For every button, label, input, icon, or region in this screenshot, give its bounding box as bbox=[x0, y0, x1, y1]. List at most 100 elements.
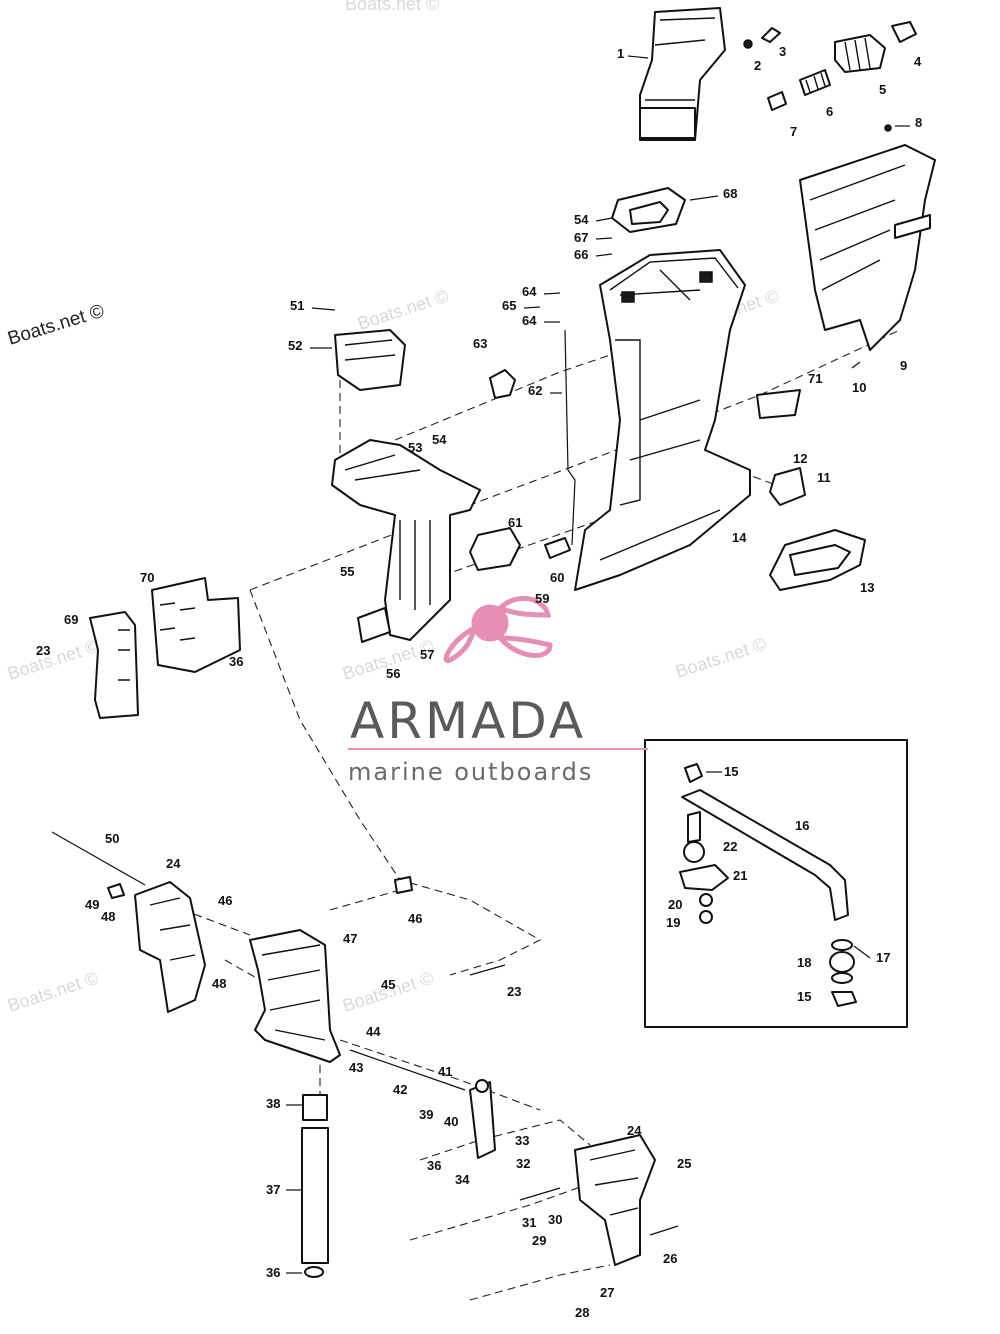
callout-number-57: 57 bbox=[420, 647, 434, 662]
callout-number-49: 49 bbox=[85, 897, 99, 912]
callout-number-48: 48 bbox=[212, 976, 226, 991]
callout-number-27: 27 bbox=[600, 1285, 614, 1300]
faint-watermark: Boats.net © bbox=[345, 0, 439, 14]
callout-leader bbox=[311, 307, 336, 311]
callout-number-43: 43 bbox=[349, 1060, 363, 1075]
callout-number-69: 69 bbox=[64, 612, 78, 627]
callout-number-38: 38 bbox=[266, 1096, 280, 1111]
callout-number-31: 31 bbox=[522, 1215, 536, 1230]
boats-net-watermark: Boats.net © bbox=[5, 301, 106, 350]
callout-number-66: 66 bbox=[574, 247, 588, 262]
callout-number-17: 17 bbox=[876, 950, 890, 965]
callout-leader bbox=[689, 195, 719, 201]
part-34-shock bbox=[469, 1079, 496, 1159]
callout-number-37: 37 bbox=[266, 1182, 280, 1197]
callout-number-11: 11 bbox=[817, 470, 831, 485]
part-57-bracket-body bbox=[331, 439, 481, 643]
callout-leader bbox=[543, 292, 561, 295]
callout-number-3: 3 bbox=[779, 44, 786, 59]
callout-number-36: 36 bbox=[229, 654, 243, 669]
callout-number-50: 50 bbox=[105, 831, 119, 846]
top-hardware bbox=[743, 21, 917, 132]
callout-number-15: 15 bbox=[797, 989, 811, 1004]
callout-number-46: 46 bbox=[408, 911, 422, 926]
callout-number-10: 10 bbox=[852, 380, 866, 395]
callout-leader bbox=[595, 253, 613, 257]
callout-number-71: 71 bbox=[808, 371, 822, 386]
callout-number-9: 9 bbox=[900, 358, 907, 373]
part-49-nut bbox=[107, 883, 125, 899]
callout-number-24: 24 bbox=[627, 1123, 642, 1138]
callout-number-67: 67 bbox=[574, 230, 588, 245]
callout-number-18: 18 bbox=[797, 955, 811, 970]
callout-number-36: 36 bbox=[266, 1265, 280, 1280]
callout-number-20: 20 bbox=[668, 897, 682, 912]
callout-number-61: 61 bbox=[508, 515, 522, 530]
callout-number-36: 36 bbox=[427, 1158, 441, 1173]
callout-number-64: 64 bbox=[522, 313, 537, 328]
assembly-lines bbox=[169, 329, 901, 1301]
callout-number-21: 21 bbox=[733, 868, 747, 883]
callout-number-52: 52 bbox=[288, 338, 302, 353]
callout-number-26: 26 bbox=[663, 1251, 677, 1266]
part-60-lever bbox=[544, 537, 571, 559]
armada-logo: ARMADA marine outboards bbox=[348, 595, 648, 786]
callout-number-47: 47 bbox=[343, 931, 357, 946]
callout-number-65: 65 bbox=[502, 298, 516, 313]
callout-number-8: 8 bbox=[915, 115, 922, 130]
part-71-decal bbox=[756, 389, 801, 419]
callout-number-23: 23 bbox=[507, 984, 521, 999]
callout-number-34: 34 bbox=[455, 1172, 470, 1187]
callout-number-12: 12 bbox=[793, 451, 807, 466]
callout-number-15: 15 bbox=[724, 764, 738, 779]
faint-watermark: Boats.net © bbox=[355, 286, 451, 334]
part-36-clamp-plate bbox=[151, 577, 241, 673]
part-37-tube bbox=[301, 1094, 329, 1278]
callout-number-60: 60 bbox=[550, 570, 564, 585]
callout-leader bbox=[853, 945, 871, 959]
callout-number-39: 39 bbox=[419, 1107, 433, 1122]
callout-number-55: 55 bbox=[340, 564, 354, 579]
part-52-cover bbox=[334, 329, 406, 391]
callout-number-30: 30 bbox=[548, 1212, 562, 1227]
callout-number-33: 33 bbox=[515, 1133, 529, 1148]
callout-number-62: 62 bbox=[528, 383, 542, 398]
part-1-exhaust-tube bbox=[639, 7, 726, 141]
part-42-shaft bbox=[349, 1049, 466, 1091]
faint-watermark: Boats.net © bbox=[673, 634, 769, 682]
part-63-grommet bbox=[489, 369, 516, 399]
callout-number-41: 41 bbox=[438, 1064, 452, 1079]
callout-number-56: 56 bbox=[386, 666, 400, 681]
part-14-driveshaft-housing bbox=[574, 249, 751, 591]
callout-number-44: 44 bbox=[366, 1024, 381, 1039]
callout-number-68: 68 bbox=[723, 186, 737, 201]
callout-number-23: 23 bbox=[36, 643, 50, 658]
callout-number-51: 51 bbox=[290, 298, 304, 313]
callout-number-1: 1 bbox=[617, 46, 624, 61]
callout-number-14: 14 bbox=[732, 530, 747, 545]
callout-leader bbox=[595, 237, 613, 240]
callout-number-24: 24 bbox=[166, 856, 181, 871]
callout-number-42: 42 bbox=[393, 1082, 407, 1097]
callout-number-4: 4 bbox=[914, 54, 922, 69]
callout-number-40: 40 bbox=[444, 1114, 458, 1129]
callout-number-28: 28 bbox=[575, 1305, 589, 1320]
part-50-bolt bbox=[51, 831, 146, 886]
callout-number-13: 13 bbox=[860, 580, 874, 595]
callout-number-54: 54 bbox=[574, 212, 589, 227]
callout-number-45: 45 bbox=[381, 977, 395, 992]
logo-rule bbox=[348, 748, 648, 750]
callout-number-48: 48 bbox=[101, 909, 115, 924]
part-24-transom-bracket-right bbox=[574, 1134, 656, 1266]
part-12-mount bbox=[769, 467, 806, 506]
callout-number-32: 32 bbox=[516, 1156, 530, 1171]
part-9-lower-cover bbox=[799, 144, 936, 351]
part-23-bolt bbox=[469, 964, 506, 976]
callout-leader bbox=[627, 55, 649, 59]
faint-watermark: Boats.net © bbox=[5, 968, 101, 1016]
part-47-swivel-bracket bbox=[249, 929, 341, 1063]
part-24-transom-bracket-left bbox=[134, 881, 206, 1013]
logo-tagline: marine outboards bbox=[348, 758, 593, 786]
